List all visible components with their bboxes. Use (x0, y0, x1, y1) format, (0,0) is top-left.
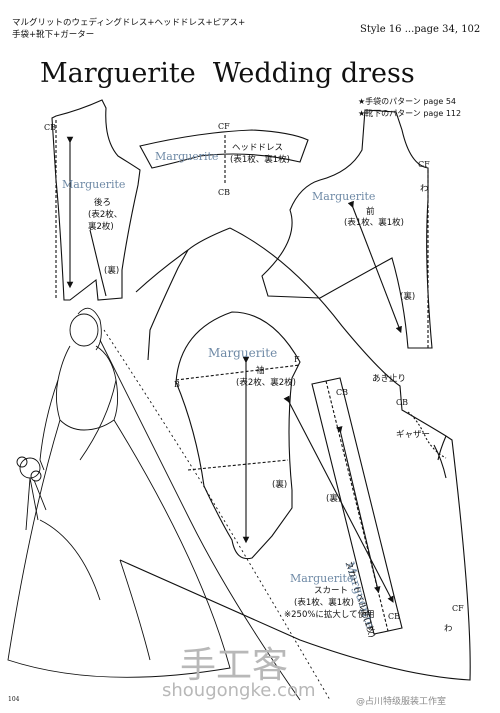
front-fold-mark: わ (420, 184, 429, 194)
skirt-lining-mark: (裏) (326, 494, 342, 504)
glove-note: ★手袋のパターン page 54 (358, 97, 457, 106)
skirt-gather-label: ギャザー (396, 430, 431, 440)
headdress-cf-label: CF (218, 122, 230, 131)
watermark-url: shougongke.com (162, 680, 316, 701)
headdress-desc2: (表1枚、裏1枚) (230, 155, 290, 165)
skirt-desc3: ※250%に拡大して使用 (284, 610, 375, 620)
sock-note: ★靴下のパターン page 112 (358, 109, 462, 118)
headdress-piece-name: Marguerite (155, 150, 219, 163)
skirt-cb-label: CB (396, 398, 408, 407)
jp-title-line2: 手袋+靴下+ガーター (12, 30, 95, 40)
sleeve-f-label: F (294, 355, 300, 364)
skirt-outline (119, 227, 471, 681)
sleeve-piece-name: Marguerite (208, 346, 278, 360)
back-piece-desc1: 後ろ (94, 198, 112, 208)
front-desc2: (表1枚、裏1枚) (344, 218, 404, 228)
watermark-title: 手工客 (180, 645, 289, 686)
headdress-cb-label: CB (218, 188, 230, 197)
headdress-desc1: ヘッドドレス (232, 143, 284, 153)
skirt-desc2: (表1枚、裏1枚) (294, 598, 354, 608)
sleeve-desc2: (表2枚、裏2枚) (236, 378, 296, 388)
skirt-desc1: スカート (314, 586, 349, 596)
page-number: 104 (8, 696, 20, 703)
sleeve-lining-mark: (裏) (272, 480, 288, 490)
back-bodice-outline (51, 99, 141, 301)
back-lining-mark: (裏) (104, 266, 120, 276)
front-bodice-outline (261, 109, 433, 349)
watermark-weibo: @占川特级服装工作室 (356, 697, 447, 707)
sleeve-b-label: B (174, 380, 180, 389)
waistband-cb-top: CB (336, 388, 348, 397)
skirt-opening-label: あき止り (372, 374, 407, 384)
skirt-fold-mark: わ (444, 624, 453, 634)
jp-title-line1: マルグリットのウェディングドレス+ヘッドドレス+ピアス+ (12, 18, 246, 28)
headdress-outline (139, 129, 309, 169)
back-piece-desc3: 裏2枚) (88, 222, 114, 232)
sleeve-desc1: 袖 (256, 366, 265, 376)
bride-illustration (7, 307, 331, 701)
page-title: Marguerite Wedding dress (40, 58, 415, 89)
front-piece-name: Marguerite (312, 190, 376, 203)
front-cf-label: CF (418, 160, 430, 169)
waistband-cb-bottom: CB (388, 612, 400, 621)
skirt-cf-label: CF (452, 604, 464, 613)
style-ref: Style 16 ...page 34, 102 (360, 24, 481, 35)
front-lining-mark: (裏) (400, 292, 416, 302)
front-desc1: 前 (366, 207, 375, 217)
back-piece-desc2: (表2枚、 (88, 210, 123, 220)
back-piece-name: Marguerite (62, 178, 126, 191)
skirt-piece-name: Marguerite (290, 572, 354, 585)
back-cb-label: CB (44, 123, 56, 132)
